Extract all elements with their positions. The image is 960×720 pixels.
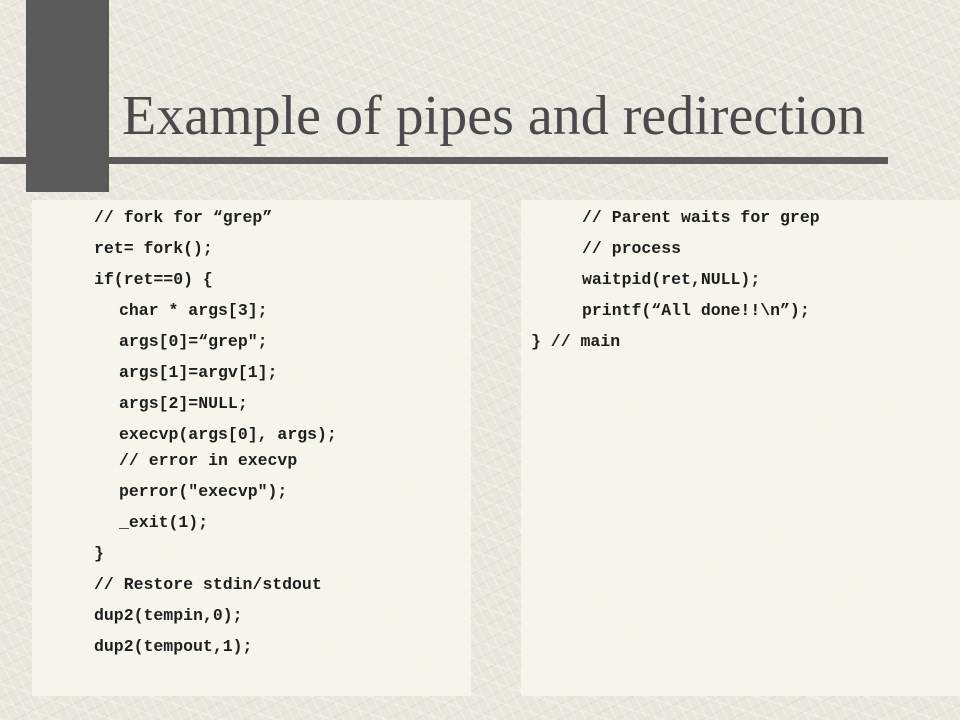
code-line: if(ret==0) { [94,270,213,289]
code-line: char * args[3]; [119,301,268,320]
code-line: perror("execvp"); [119,482,288,501]
code-line: execvp(args[0], args); [119,425,337,444]
code-line: args[0]=“grep"; [119,332,268,351]
code-line: args[2]=NULL; [119,394,248,413]
code-line: ret= fork(); [94,239,213,258]
code-line: // Restore stdin/stdout [94,575,322,594]
code-line: args[1]=argv[1]; [119,363,278,382]
slide-title: Example of pipes and redirection [122,85,866,147]
code-line: dup2(tempout,1); [94,637,253,656]
title-underline-rule [0,157,888,164]
code-line: _exit(1); [119,513,209,532]
code-line: // process [582,239,682,258]
code-line: // error in execvp [119,451,298,470]
code-line: // fork for “grep” [94,208,273,227]
left-code-panel: // fork for “grep” ret= fork(); if(ret==… [32,200,471,696]
code-line: printf(“All done!!\n”); [582,301,810,320]
right-code-panel: // Parent waits for grep // process wait… [521,200,960,696]
code-line: waitpid(ret,NULL); [582,270,761,289]
code-line: } [94,544,104,563]
code-line: } // main [531,332,621,351]
code-line: dup2(tempin,0); [94,606,243,625]
code-line: // Parent waits for grep [582,208,820,227]
